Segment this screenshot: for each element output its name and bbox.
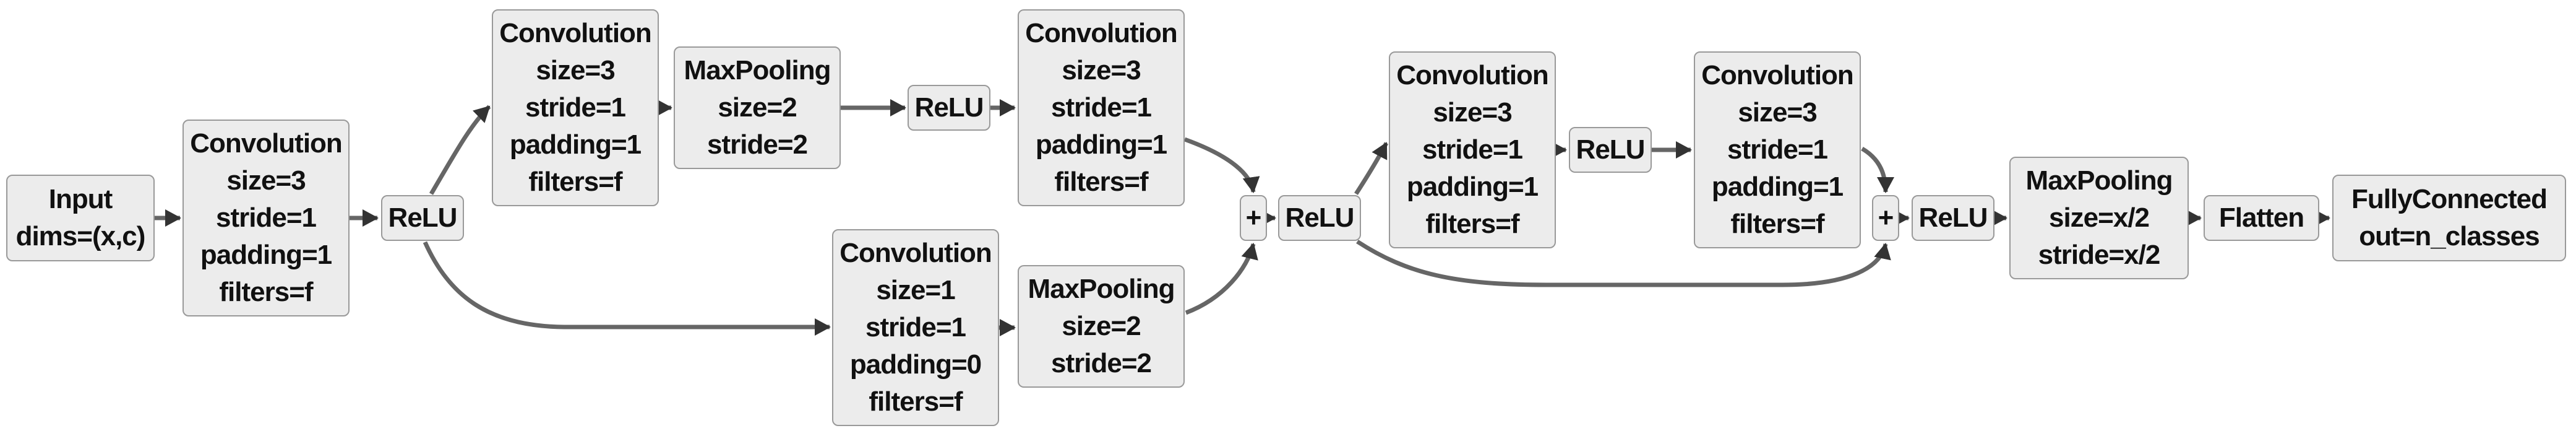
node-relu2: ReLU [908,85,990,131]
node-conv4-label-line: size=1 [876,275,955,305]
node-relu2-label-line: ReLU [914,92,984,123]
node-conv3-label-line: filters=f [1054,167,1148,197]
node-conv3: Convolution size=3 stride=1 padding=1 filter… [1018,9,1185,206]
node-fc-label-line: FullyConnected [2351,184,2548,214]
node-relu5: ReLU [1912,195,1994,241]
node-maxpool2: MaxPooling size=2 stride=2 [1018,265,1185,388]
node-maxpool3: MaxPooling size=x/2 stride=x/2 [2009,157,2189,279]
edge-relu1-to-conv2 [429,105,491,195]
node-conv2: Convolution size=3 stride=1 padding=1 filter… [492,9,659,206]
node-relu1-label-line: ReLU [388,203,458,233]
node-maxpool3-label-line: MaxPooling [2025,165,2173,196]
node-maxpool3-label-line: stride=x/2 [2038,240,2161,270]
edge-relu1-to-conv4 [423,241,831,336]
node-conv5: Convolution size=3 stride=1 padding=1 filter… [1389,51,1556,248]
node-input-label-line: Input [48,184,113,214]
node-maxpool1-label-line: stride=2 [707,129,808,160]
node-conv1-label-line: size=3 [226,165,306,196]
node-maxpool1-label-line: size=2 [718,92,797,123]
node-conv2-label-line: stride=1 [525,92,626,123]
node-fc: FullyConnected out=n_classes [2332,175,2566,261]
node-plus1-label-line: + [1245,203,1262,233]
edge-conv3-to-plus1 [1183,137,1260,193]
node-conv3-label-line: stride=1 [1051,92,1152,123]
node-conv1-label-line: padding=1 [200,240,332,270]
node-conv4-label-line: stride=1 [865,312,966,342]
edge-relu3-to-plus2 [1356,240,1891,287]
node-conv3-label-line: padding=1 [1035,129,1167,160]
node-flatten-label-line: Flatten [2218,203,2304,233]
node-conv2-label-line: size=3 [536,55,615,85]
node-relu1: ReLU [381,195,464,241]
node-conv4-label-line: Convolution [839,238,992,268]
node-conv1-label-line: Convolution [190,128,343,159]
node-conv3-label-line: Convolution [1025,18,1178,48]
node-maxpool2-label-line: MaxPooling [1028,274,1175,304]
node-input: Input dims=(x,c) [6,175,155,261]
node-conv2-label-line: Convolution [499,18,652,48]
edge-maxpool2-to-plus1 [1185,243,1258,315]
node-flatten: Flatten [2204,195,2319,241]
node-maxpool1: MaxPooling size=2 stride=2 [674,46,841,169]
node-relu4: ReLU [1569,127,1652,173]
node-conv2-label-line: padding=1 [509,129,642,160]
node-conv2-label-line: filters=f [528,167,622,197]
node-conv1-label-line: stride=1 [216,203,317,233]
node-relu3-label-line: ReLU [1285,203,1355,233]
node-plus1: + [1240,195,1267,241]
node-conv6-label-line: filters=f [1730,209,1824,239]
node-relu5-label-line: ReLU [1918,203,1988,233]
node-conv5-label-line: filters=f [1425,209,1519,239]
node-conv5-label-line: Convolution [1396,60,1549,90]
node-plus2: + [1872,195,1899,241]
node-conv6-label-line: padding=1 [1711,172,1844,202]
node-conv6-label-line: stride=1 [1727,134,1828,165]
node-conv4: Convolution size=1 stride=1 padding=0 filter… [832,229,999,426]
node-conv5-label-line: padding=1 [1406,172,1539,202]
node-relu3: ReLU [1278,195,1361,241]
node-maxpool3-label-line: size=x/2 [2048,203,2150,233]
node-conv6-label-line: size=3 [1738,97,1817,128]
node-conv1-label-line: filters=f [219,277,313,307]
node-maxpool2-label-line: size=2 [1062,311,1141,341]
node-maxpool1-label-line: MaxPooling [684,55,831,85]
node-input-label-line: dims=(x,c) [15,221,146,251]
node-conv5-label-line: size=3 [1433,97,1512,128]
node-fc-label-line: out=n_classes [2359,221,2540,251]
node-conv6: Convolution size=3 stride=1 padding=1 filter… [1694,51,1861,248]
node-relu4-label-line: ReLU [1576,134,1646,165]
node-conv4-label-line: padding=0 [849,349,982,380]
node-conv4-label-line: filters=f [869,386,963,417]
edge-conv6-to-plus2 [1861,146,1894,193]
node-conv3-label-line: size=3 [1062,55,1141,85]
node-plus2-label-line: + [1878,203,1894,233]
edge-relu3-to-conv5 [1354,142,1389,195]
node-conv5-label-line: stride=1 [1422,134,1523,165]
node-maxpool2-label-line: stride=2 [1051,348,1152,378]
node-conv6-label-line: Convolution [1701,60,1854,90]
node-conv1: Convolution size=3 stride=1 padding=1 filter… [182,120,350,316]
